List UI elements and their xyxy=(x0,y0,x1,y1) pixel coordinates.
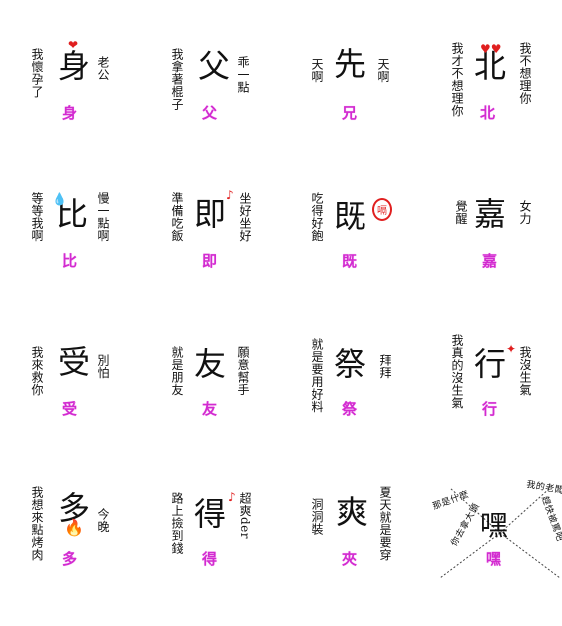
left-caption: 我懷孕了 xyxy=(30,48,44,98)
sticker-2[interactable]: 我拿著棍子 父 乖一點 父 xyxy=(150,28,290,176)
burp-bubble: 嗝 xyxy=(372,198,392,221)
music-note-icon: ♪ xyxy=(228,490,236,504)
sticker-4[interactable]: 我才不想理你 北 ♥♥ 我不想理你 北 xyxy=(430,28,562,176)
droplet-icon: 💧 xyxy=(52,192,67,206)
right-caption: 坐好坐好 xyxy=(238,192,252,242)
right-caption: 超爽der xyxy=(238,492,252,540)
glyph: 身 xyxy=(58,47,91,85)
sticker-15[interactable]: 洞洞裝 爽 夏天就是要穿 夾 xyxy=(290,478,430,626)
glyph: 友 xyxy=(194,345,227,383)
left-caption: 我想來點烤肉 xyxy=(30,486,44,561)
glyph: 先 xyxy=(334,45,367,83)
sticker-16[interactable]: 我的老闆喔 趕快被罵吧 你去拿大頭 那是什麼 嘿 嘿 xyxy=(430,478,562,626)
sticker-label: 比 xyxy=(62,252,78,270)
glyph: 北 xyxy=(474,47,507,85)
sticker-label: 父 xyxy=(202,104,218,122)
sticker-label: 祭 xyxy=(342,400,358,418)
sticker-6[interactable]: 準備吃飯 即 ♪ 坐好坐好 即 xyxy=(150,178,290,326)
left-caption: 我來救你 xyxy=(30,346,44,396)
music-note-icon: ♪ xyxy=(226,188,234,202)
left-caption: 我才不想理你 xyxy=(450,42,464,117)
left-caption: 路上撿到錢 xyxy=(170,492,184,555)
left-caption: 洞洞裝 xyxy=(310,498,324,536)
sticker-7[interactable]: 吃得好飽 既 嗝 既 xyxy=(290,178,430,326)
right-caption: 今晚 xyxy=(96,508,110,533)
left-caption: 就是朋友 xyxy=(170,346,184,396)
glyph: 比 xyxy=(56,195,89,233)
sticker-label: 行 xyxy=(482,400,498,418)
right-caption: 我不想理你 xyxy=(518,42,532,105)
sticker-label: 友 xyxy=(202,400,218,418)
glyph: 既 xyxy=(334,197,367,235)
left-caption: 天啊 xyxy=(310,58,324,83)
right-caption: 拜拜 xyxy=(378,354,392,379)
sticker-13[interactable]: 我想來點烤肉 多 🔥 今晚 多 xyxy=(10,478,150,626)
glyph: 父 xyxy=(198,47,231,85)
sticker-label: 即 xyxy=(202,252,218,270)
right-caption: 慢一點啊 xyxy=(96,192,110,242)
glyph: 爽 xyxy=(336,493,369,531)
sticker-grid: 我懷孕了 身 ❤ 老公 身 我拿著棍子 父 乖一點 父 天啊 先 天啊 兄 我才… xyxy=(10,28,562,579)
sticker-8[interactable]: 覺醒 嘉 女力 嘉 xyxy=(430,178,562,326)
glyph: 得 xyxy=(194,495,227,533)
anger-mark-icon: ✦ xyxy=(506,342,517,356)
glyph: 行 xyxy=(474,345,507,383)
glyph: 多 xyxy=(58,489,91,527)
sticker-label: 兄 xyxy=(342,104,358,122)
sticker-14[interactable]: 路上撿到錢 得 ♪ 超爽der 得 xyxy=(150,478,290,626)
sticker-11[interactable]: 就是要用好料 祭 拜拜 祭 xyxy=(290,330,430,478)
left-caption: 就是要用好料 xyxy=(310,338,324,413)
sticker-label: 夾 xyxy=(342,550,358,568)
fire-icon: 🔥 xyxy=(64,518,84,537)
heart-icon: ♥♥ xyxy=(480,42,502,56)
sticker-label: 多 xyxy=(62,550,78,568)
sticker-12[interactable]: 我真的沒生氣 行 ✦ 我沒生氣 行 xyxy=(430,330,562,478)
right-caption: 女力 xyxy=(518,200,532,225)
glyph: 嘿 xyxy=(480,509,509,542)
sticker-label: 嘉 xyxy=(482,252,498,270)
right-caption: 夏天就是要穿 xyxy=(378,486,392,561)
right-caption: 老公 xyxy=(96,56,110,81)
left-caption: 我真的沒生氣 xyxy=(450,334,464,409)
sticker-label: 身 xyxy=(62,104,78,122)
sticker-label: 嘿 xyxy=(486,550,502,568)
sticker-label: 既 xyxy=(342,252,358,270)
sticker-1[interactable]: 我懷孕了 身 ❤ 老公 身 xyxy=(10,28,150,176)
sticker-label: 得 xyxy=(202,550,218,568)
sticker-label: 北 xyxy=(480,104,496,122)
radial-lines xyxy=(439,487,561,579)
glyph: 受 xyxy=(58,343,91,381)
left-caption: 等等我啊 xyxy=(30,192,44,242)
right-caption: 乖一點 xyxy=(236,56,250,94)
sticker-10[interactable]: 就是朋友 友 願意幫手 友 xyxy=(150,330,290,478)
right-caption: 願意幫手 xyxy=(236,346,250,396)
glyph: 即 xyxy=(194,195,227,233)
sticker-label: 受 xyxy=(62,400,78,418)
glyph: 祭 xyxy=(334,345,367,383)
left-caption: 覺醒 xyxy=(454,200,468,225)
heart-icon: ❤ xyxy=(68,38,79,52)
left-caption: 吃得好飽 xyxy=(310,192,324,242)
right-caption: 我沒生氣 xyxy=(518,346,532,396)
sticker-3[interactable]: 天啊 先 天啊 兄 xyxy=(290,28,430,176)
right-caption: 天啊 xyxy=(376,58,390,83)
sticker-5[interactable]: 等等我啊 比 💧 慢一點啊 比 xyxy=(10,178,150,326)
left-caption: 我拿著棍子 xyxy=(170,48,184,111)
right-caption: 別怕 xyxy=(96,354,110,379)
glyph: 嘉 xyxy=(474,195,507,233)
left-caption: 準備吃飯 xyxy=(170,192,184,242)
sticker-9[interactable]: 我來救你 受 別怕 受 xyxy=(10,330,150,478)
